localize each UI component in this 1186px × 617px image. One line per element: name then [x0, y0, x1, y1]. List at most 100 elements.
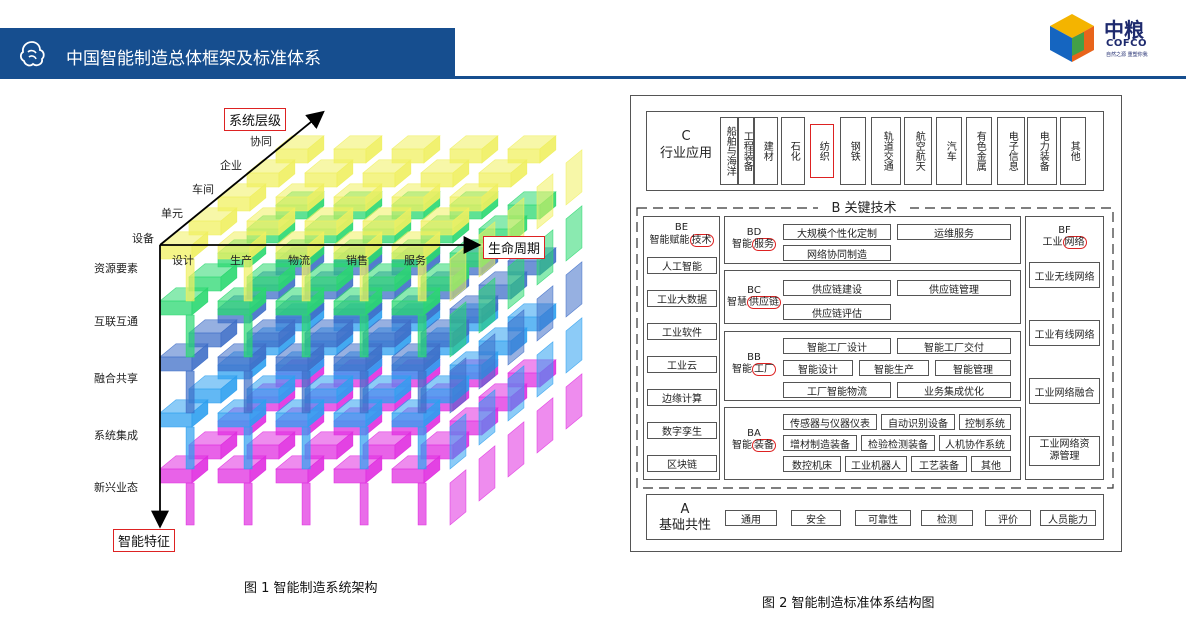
ba-item: 其他 — [971, 456, 1011, 472]
lifecycle-label: 物流 — [288, 254, 310, 267]
axis-intelligent-feature-label: 智能特征 — [113, 529, 176, 552]
grid-pillar — [359, 426, 369, 470]
industry-item: 其他 — [1060, 117, 1086, 185]
grid-pillar — [185, 426, 195, 470]
bd-item: 运维服务 — [897, 224, 1011, 240]
bd-code: BD — [746, 227, 762, 238]
be-column — [643, 216, 720, 480]
ba-code: BA — [747, 428, 761, 439]
feature-label: 资源要素 — [94, 262, 138, 275]
industry-item: 汽车 — [936, 117, 962, 185]
grid-cell-side — [336, 319, 354, 348]
bd-item: 网络协同制造 — [783, 245, 891, 261]
grid-cell-front — [333, 412, 367, 428]
ba-box — [724, 407, 1021, 480]
bf-item: 工业网络资源管理 — [1029, 436, 1100, 466]
grid-column — [478, 445, 496, 502]
grid-cell-side — [423, 343, 441, 372]
grid-cell-side — [394, 319, 412, 348]
a-item: 检测 — [921, 510, 973, 526]
logo-tagline: 自然之源 重塑你我 — [1106, 52, 1148, 58]
bb-item: 业务集成优化 — [897, 382, 1011, 398]
grid-pillar — [301, 314, 311, 358]
grid-cell-front — [391, 300, 425, 316]
grid-pillar — [185, 258, 195, 302]
figure1-caption: 图 1 智能制造系统架构 — [244, 581, 378, 596]
level-label: 企业 — [220, 159, 242, 172]
grid-cell-side — [220, 207, 238, 236]
grid-cell-side — [278, 263, 296, 292]
a-code: A — [680, 502, 690, 517]
axis-system-level-arrow — [159, 110, 325, 246]
lifecycle-label: 服务 — [404, 254, 426, 267]
grid-cell-side — [423, 399, 441, 428]
bf-title: 工业网络 — [1042, 236, 1087, 249]
bf-column — [1025, 216, 1104, 480]
a-item: 评价 — [985, 510, 1031, 526]
grid-cell-side — [394, 263, 412, 292]
bb-code: BB — [747, 352, 761, 363]
axis-system-level-label: 系统层级 — [224, 108, 287, 131]
grid-cell-front — [217, 468, 251, 484]
bd-box — [724, 216, 1021, 264]
bf-item: 工业网络融合 — [1029, 378, 1100, 404]
grid-pillar — [359, 482, 369, 526]
bb-item: 工厂智能物流 — [783, 382, 891, 398]
industry-item: 纺织 — [810, 124, 834, 178]
grid-cell-side — [481, 135, 499, 164]
grid-cell-side — [278, 159, 296, 188]
wheat-logo-icon — [19, 41, 45, 67]
be-item: 区块链 — [647, 455, 717, 472]
bb-item: 智能设计 — [783, 360, 853, 376]
grid-cell-front — [275, 356, 309, 372]
bc-item: 供应链评估 — [783, 304, 891, 320]
grid-column — [478, 277, 496, 334]
grid-cell-side — [307, 135, 325, 164]
be-title: 智能赋能技术 — [649, 234, 714, 247]
ba-item: 工艺装备 — [911, 456, 967, 472]
industry-item: 建材 — [754, 117, 778, 185]
grid-cell-side — [191, 287, 209, 316]
industry-application-box — [646, 111, 1104, 191]
grid-cell-front — [333, 300, 367, 316]
grid-cell-side — [423, 287, 441, 316]
a-item: 通用 — [725, 510, 777, 526]
grid-cell-side — [307, 287, 325, 316]
grid-cell-side — [220, 319, 238, 348]
grid-pillar — [243, 426, 253, 470]
ba-item: 增材制造装备 — [783, 435, 857, 451]
grid-cell-side — [365, 135, 383, 164]
grid-cell-side — [336, 375, 354, 404]
bd-item: 大规模个性化定制 — [783, 224, 891, 240]
c-code: C — [681, 129, 691, 144]
level-label: 车间 — [192, 183, 214, 196]
bc-item: 供应链管理 — [897, 280, 1011, 296]
grid-column — [536, 397, 554, 454]
bf-item: 工业无线网络 — [1029, 262, 1100, 288]
be-item: 边缘计算 — [647, 389, 717, 406]
grid-cell-side — [307, 399, 325, 428]
bb-item: 智能生产 — [859, 360, 929, 376]
grid-pillar — [243, 370, 253, 414]
grid-column — [536, 285, 554, 342]
a-title: 基础共性 — [658, 518, 711, 533]
grid-column — [536, 173, 554, 230]
grid-cell-front — [275, 468, 309, 484]
grid-pillar — [301, 258, 311, 302]
grid-cell-front — [333, 468, 367, 484]
axis-lifecycle-label: 生命周期 — [483, 236, 546, 259]
b-title: B 关键技术 — [818, 201, 910, 217]
industry-item: 钢铁 — [840, 117, 866, 185]
bf-code: BF — [1058, 225, 1071, 236]
ba-item: 人机协作系统 — [939, 435, 1011, 451]
grid-column — [565, 261, 583, 318]
ba-item: 自动识别设备 — [881, 414, 955, 430]
figure2-caption: 图 2 智能制造标准体系结构图 — [762, 596, 935, 611]
grid-cell-side — [423, 455, 441, 484]
header-rule — [0, 76, 1186, 79]
grid-cell-side — [249, 343, 267, 372]
grid-column — [565, 373, 583, 430]
grid-cell-side — [220, 263, 238, 292]
ba-item: 工业机器人 — [845, 456, 907, 472]
grid-column — [449, 413, 467, 470]
